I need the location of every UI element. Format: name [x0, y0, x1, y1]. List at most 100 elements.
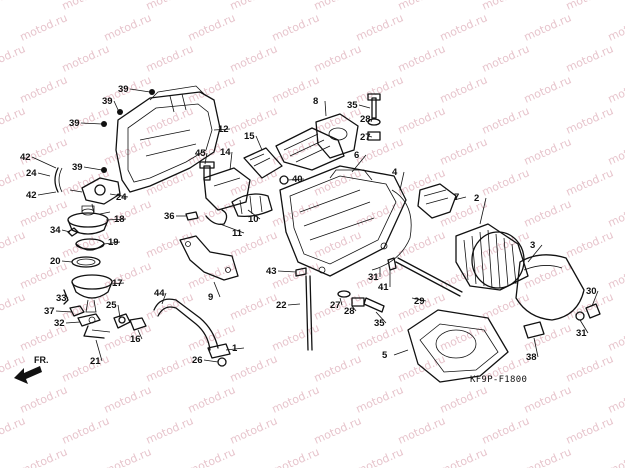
watermark-text: motod.ru — [102, 11, 153, 43]
watermark-text: motod.ru — [438, 73, 489, 105]
leader-line — [203, 359, 219, 363]
leader-line — [393, 349, 409, 356]
watermark-text: motod.ru — [480, 414, 531, 446]
leader-line — [213, 281, 221, 298]
callout-label-22: 36 — [164, 211, 175, 222]
watermark-text: motod.ru — [522, 445, 573, 468]
watermark-text: motod.ru — [396, 0, 447, 13]
watermark-text: motod.ru — [0, 166, 27, 198]
part-7-duct — [417, 183, 457, 219]
callout-label-4: 8 — [313, 96, 318, 107]
watermark-text: motod.ru — [102, 445, 153, 468]
callout-label-29: 43 — [266, 266, 277, 277]
callout-label-49: 21 — [90, 356, 101, 367]
part-26-clip — [217, 357, 227, 367]
watermark-text: motod.ru — [606, 321, 625, 353]
part-9-bracket — [179, 235, 239, 281]
watermark-text: motod.ru — [270, 197, 321, 229]
callout-label-47: 38 — [526, 352, 537, 363]
callout-label-10: 45 — [195, 148, 206, 159]
part-4-seal — [371, 189, 412, 271]
callout-label-17: 42 — [20, 152, 31, 163]
watermark-text: motod.ru — [480, 104, 531, 136]
watermark-text: motod.ru — [228, 414, 279, 446]
watermark-text: motod.ru — [60, 414, 111, 446]
callout-label-19: 39 — [72, 162, 83, 173]
watermark-text: motod.ru — [522, 383, 573, 415]
leader-line — [31, 156, 57, 169]
watermark-text: motod.ru — [312, 414, 363, 446]
leader-line — [591, 290, 599, 307]
watermark-text: motod.ru — [606, 11, 625, 43]
watermark-text: motod.ru — [60, 0, 111, 13]
watermark-text: motod.ru — [312, 352, 363, 384]
watermark-text: motod.ru — [564, 414, 615, 446]
callout-label-28: 3 — [530, 240, 535, 251]
callout-label-39: 27 — [330, 300, 341, 311]
leader-line — [453, 196, 467, 201]
leader-line — [579, 319, 589, 334]
callout-label-30: 9 — [208, 292, 213, 303]
watermark-text: motod.ru — [396, 414, 447, 446]
callout-label-11: 6 — [354, 150, 359, 161]
leader-line — [61, 229, 71, 233]
watermark-text: motod.ru — [354, 383, 405, 415]
part-10-tube — [231, 193, 273, 218]
watermark-text: motod.ru — [102, 383, 153, 415]
watermark-text: motod.ru — [270, 11, 321, 43]
part-23-part-42-clamp — [54, 167, 63, 193]
callout-label-16: 24 — [26, 168, 37, 179]
leader-line — [411, 297, 427, 302]
watermark-text: motod.ru — [396, 42, 447, 74]
watermark-text: motod.ru — [0, 290, 27, 322]
leader-line — [83, 166, 103, 171]
callout-label-46: 31 — [576, 328, 587, 339]
callout-label-35: 25 — [106, 300, 117, 311]
leader-line — [161, 292, 167, 305]
callout-label-12: 4 — [392, 167, 398, 178]
watermark-text: motod.ru — [522, 259, 573, 291]
leader-line — [129, 88, 151, 93]
callout-label-18: 42 — [26, 190, 37, 201]
watermark-text: motod.ru — [144, 0, 195, 13]
part-6-air-cleaner-case — [279, 165, 407, 277]
watermark-text: motod.ru — [186, 445, 237, 468]
part-13-element — [243, 147, 283, 179]
watermark-text: motod.ru — [564, 0, 615, 13]
watermark-text: motod.ru — [186, 383, 237, 415]
leader-line — [80, 122, 103, 125]
callout-label-15: 2 — [474, 193, 479, 204]
leader-line — [339, 297, 343, 306]
watermark-text: motod.ru — [0, 0, 27, 13]
watermark-text: motod.ru — [564, 166, 615, 198]
callout-label-50: 1 — [232, 343, 238, 354]
leader-line — [95, 339, 103, 362]
watermark-text: motod.ru — [60, 42, 111, 74]
leader-line — [105, 218, 127, 221]
part-17-diaphragm-body — [71, 274, 113, 313]
part-8-intake-boot — [315, 113, 359, 159]
part-41-screw — [387, 257, 397, 271]
leader-line — [109, 193, 129, 198]
leader-line — [213, 128, 231, 131]
callout-label-36: 44 — [154, 288, 165, 299]
watermark-text: motod.ru — [270, 135, 321, 167]
callout-label-33: 41 — [378, 282, 389, 293]
watermark-text: motod.ru — [186, 197, 237, 229]
watermark-text: motod.ru — [186, 11, 237, 43]
leader-line — [367, 135, 373, 138]
watermark-text: motod.ru — [60, 352, 111, 384]
watermark-text: motod.ru — [354, 11, 405, 43]
watermark-text: motod.ru — [0, 228, 27, 260]
callout-label-38: 30 — [586, 286, 597, 297]
callout-label-40: 37 — [44, 306, 55, 317]
watermark-text: motod.ru — [270, 383, 321, 415]
part-14-intake-duct — [203, 167, 251, 211]
leader-line — [287, 178, 305, 181]
callout-label-31: 17 — [112, 278, 123, 289]
watermark-text: motod.ru — [564, 42, 615, 74]
leader-line — [117, 304, 121, 319]
callout-label-23: 10 — [248, 214, 259, 225]
callout-label-48: 5 — [382, 350, 388, 361]
